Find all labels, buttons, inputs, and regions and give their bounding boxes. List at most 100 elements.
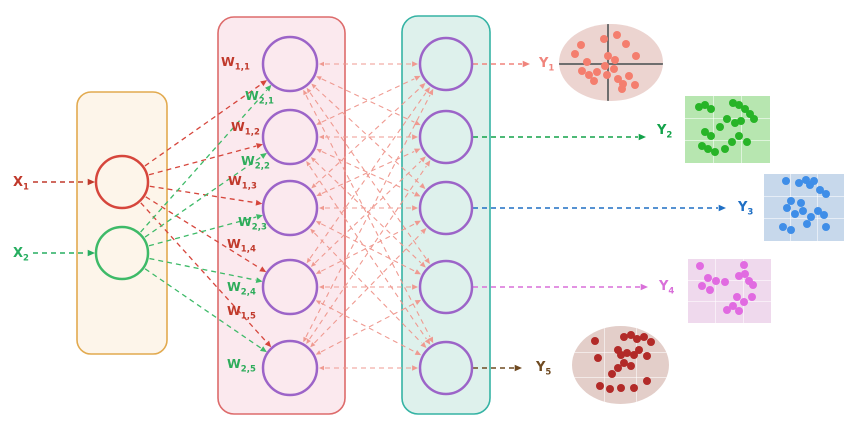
weight-label-w15: W1,5 <box>227 303 256 322</box>
scatter-dot <box>613 30 622 39</box>
hidden-node-3 <box>261 179 319 237</box>
hidden-output-connection <box>314 160 422 264</box>
scatter-dot <box>791 210 800 219</box>
scatter-dot <box>748 281 757 290</box>
input-hidden-connection <box>148 145 257 176</box>
arrowhead <box>414 75 421 81</box>
arrowhead <box>315 350 322 355</box>
arrowhead <box>306 161 311 167</box>
scatter-dot <box>706 285 715 294</box>
gridline-horizontal <box>572 377 669 379</box>
scatter-dot <box>602 70 611 79</box>
scatter-dot <box>807 212 816 221</box>
scatter-dot <box>728 302 737 311</box>
input-label-x2: X2 <box>13 246 29 264</box>
gridline-horizontal <box>764 218 844 220</box>
hidden-output-connection <box>309 92 427 259</box>
scatter-dot <box>707 131 716 140</box>
arrowhead <box>316 149 322 154</box>
scatter-dot <box>610 65 619 74</box>
scatter-dot <box>621 40 630 49</box>
scatter-dot <box>631 51 640 60</box>
weight-label-w14: W1,4 <box>227 236 256 255</box>
scatter-plot-y2 <box>685 96 770 163</box>
weight-label-w23: W2,3 <box>238 214 267 233</box>
arrowhead <box>424 338 431 345</box>
arrowhead <box>311 183 317 189</box>
arrowhead <box>414 220 422 226</box>
arrowhead <box>419 261 426 268</box>
scatter-dot <box>594 353 603 362</box>
scatter-dot <box>585 70 594 79</box>
scatter-dot <box>734 101 743 110</box>
scatter-dot <box>740 105 749 114</box>
gridline-horizontal <box>688 301 771 303</box>
scatter-dot <box>745 110 754 119</box>
arrowhead <box>428 336 434 344</box>
scatter-dot <box>779 222 788 231</box>
input-node-x1 <box>94 154 150 210</box>
arrowhead <box>310 261 317 267</box>
input-hidden-connection <box>144 156 262 238</box>
input-hidden-connection <box>144 83 262 167</box>
output-node-3 <box>418 180 474 236</box>
arrowhead <box>255 199 263 206</box>
arrowhead <box>310 342 316 348</box>
arrowhead <box>424 257 430 265</box>
scatter-dot <box>620 358 629 367</box>
scatter-dot <box>591 336 600 345</box>
arrowhead <box>306 257 312 264</box>
scatter-dot <box>783 203 792 212</box>
scatter-dot <box>739 260 748 269</box>
scatter-dot <box>741 270 750 279</box>
scatter-dot <box>728 99 737 108</box>
arrowhead <box>420 228 427 235</box>
hidden-node-4 <box>261 258 319 316</box>
arrowhead <box>319 284 324 290</box>
input-hidden-connection <box>144 268 262 349</box>
hidden-output-connection <box>309 165 427 340</box>
arrowhead <box>316 76 322 81</box>
scatter-dot <box>617 350 626 359</box>
gridline-vertical <box>715 259 717 323</box>
scatter-dot <box>735 131 744 140</box>
scatter-dot <box>570 50 579 59</box>
arrowhead <box>303 89 308 96</box>
scatter-dot <box>639 332 648 341</box>
output-label-y5: Y5 <box>536 360 552 378</box>
scatter-dot <box>634 346 643 355</box>
arrowhead <box>260 346 267 353</box>
hidden-output-connection <box>309 165 427 340</box>
output-node-2 <box>418 109 474 165</box>
scatter-dot <box>593 67 602 76</box>
gridline-horizontal <box>685 140 770 142</box>
scatter-dot <box>722 114 731 123</box>
scatter-dot <box>694 102 703 111</box>
arrowhead <box>424 160 431 167</box>
scatter-dot <box>627 361 636 370</box>
weight-label-w11: W1,1 <box>221 54 250 73</box>
scatter-dot <box>703 144 712 153</box>
scatter-dot <box>731 119 740 128</box>
weight-label-w25: W2,5 <box>227 356 256 375</box>
scatter-dot <box>723 305 731 314</box>
arrowhead <box>259 266 267 273</box>
scatter-dot <box>737 116 746 125</box>
scatter-dot <box>821 190 830 199</box>
arrowhead <box>306 338 311 344</box>
output-label-y3: Y3 <box>738 200 754 218</box>
arrowhead <box>316 191 322 196</box>
input-label-x1: X1 <box>13 175 29 193</box>
arrowhead <box>414 269 422 275</box>
input-layer-box <box>76 91 168 355</box>
output-label-y4: Y4 <box>659 279 675 297</box>
hidden-output-connection <box>321 78 415 123</box>
scatter-dot <box>745 276 754 285</box>
weight-label-w22: W2,2 <box>241 153 270 172</box>
scatter-dot <box>821 222 830 231</box>
arrowhead <box>428 88 434 96</box>
weight-label-w21: W2,1 <box>245 88 274 107</box>
hidden-output-connection <box>314 232 422 344</box>
scatter-dot <box>618 84 627 93</box>
scatter-dot <box>698 281 707 290</box>
